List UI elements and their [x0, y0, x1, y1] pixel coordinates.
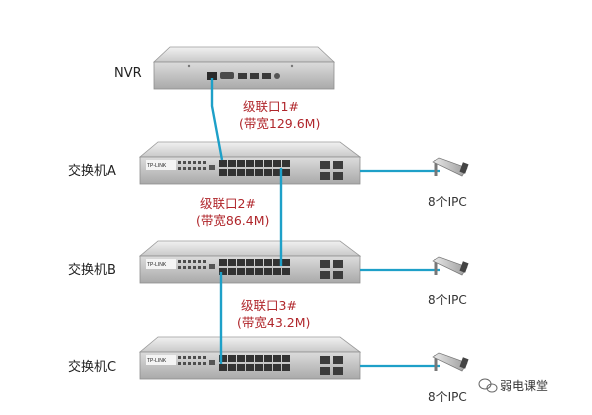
switch-a-label: 交换机A: [68, 164, 116, 179]
camera-icon: [432, 352, 469, 372]
cascade-port-3-name: 级联口3#: [241, 298, 297, 313]
ipc-group-c-label: 8个IPC: [428, 390, 467, 404]
cascade-port-1-bandwidth: (带宽129.6M): [239, 116, 321, 131]
nvr-label: NVR: [114, 66, 142, 81]
switch-c-label: 交换机C: [68, 360, 117, 375]
switch-a-logo: TP-LINK: [147, 163, 167, 169]
camera-icon: [432, 256, 469, 276]
switch-b-device: TP-LINK: [138, 240, 362, 284]
nvr-device: [152, 46, 336, 90]
ipc-cables: [360, 169, 440, 368]
cascade-port-2-name: 级联口2#: [200, 196, 256, 211]
cascade-port-2-label: 级联口2# (带宽86.4M): [196, 195, 269, 229]
cascade-port-3-label: 级联口3# (带宽43.2M): [237, 297, 310, 331]
ipc-group-b-label: 8个IPC: [428, 293, 467, 307]
watermark-text: 弱电课堂: [500, 379, 549, 393]
switch-c-device: TP-LINK: [138, 336, 362, 380]
cascade-port-1-label: 级联口1# (带宽129.6M): [239, 98, 320, 132]
ipc-group-a-label: 8个IPC: [428, 195, 467, 209]
switch-c-logo: TP-LINK: [147, 358, 167, 364]
camera-icon: [432, 157, 469, 177]
cascade-port-2-bandwidth: (带宽86.4M): [196, 213, 270, 228]
cascade-cables: [210, 78, 283, 364]
cascade-port-3-bandwidth: (带宽43.2M): [237, 315, 311, 330]
switch-b-label: 交换机B: [68, 263, 116, 278]
cable-nvr-to-switch-a: [210, 78, 224, 161]
switch-a-device: TP-LINK: [138, 141, 362, 185]
wechat-icon: [478, 378, 498, 393]
switch-b-logo: TP-LINK: [147, 262, 167, 268]
cascade-port-1-name: 级联口1#: [243, 99, 299, 114]
